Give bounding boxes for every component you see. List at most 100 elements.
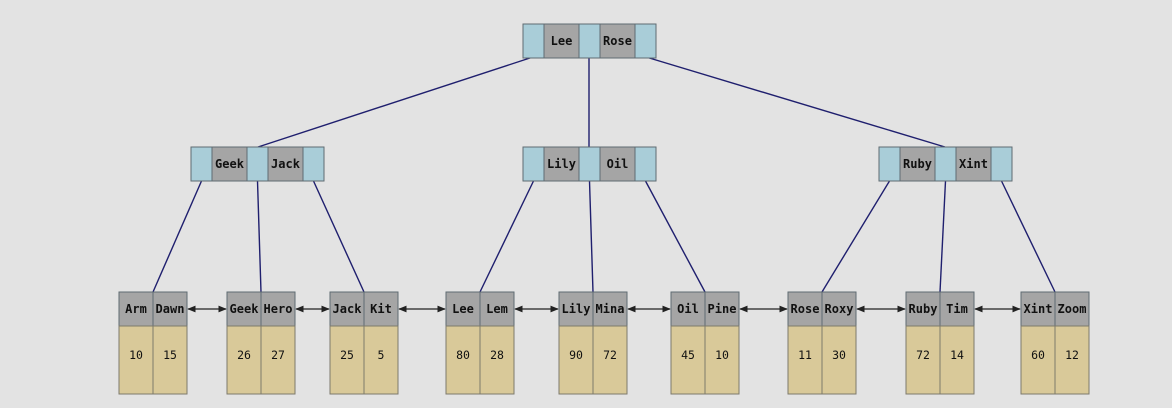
- leaf-value-cell: [363, 325, 399, 395]
- leaf-key-label: Mina: [596, 302, 625, 316]
- leaf-value-cell: [670, 325, 706, 395]
- tree-edge: [1000, 180, 1056, 293]
- leaf-key-cell: [787, 291, 823, 327]
- leaf-key-label: Oil: [677, 302, 699, 316]
- tree-edge: [312, 180, 365, 293]
- leaf-key-label: Geek: [230, 302, 260, 316]
- leaf-key-label: Tim: [946, 302, 968, 316]
- leaf-value-cell: [704, 325, 740, 395]
- root-node: Lee Rose: [522, 23, 657, 59]
- tree-edge: [821, 180, 891, 293]
- leaf-value-cell: [445, 325, 481, 395]
- key-label: Jack: [271, 157, 301, 171]
- leaf-value-label: 72: [916, 348, 930, 362]
- leaf-value-label: 72: [603, 348, 617, 362]
- pointer-cell: [578, 146, 601, 182]
- internal-node: Ruby Xint: [878, 146, 1013, 182]
- leaf-node: Geek 26 Hero 27: [226, 291, 296, 395]
- key-cell: [267, 146, 304, 182]
- tree-edge: [152, 180, 203, 293]
- leaf-value-cell: [821, 325, 857, 395]
- pointer-cell: [634, 146, 657, 182]
- pointer-cell: [990, 146, 1013, 182]
- leaf-key-cell: [939, 291, 975, 327]
- leaf-value-label: 14: [950, 348, 964, 362]
- tree-edge: [645, 56, 946, 148]
- leaf-key-cell: [558, 291, 594, 327]
- leaf-value-label: 15: [163, 348, 177, 362]
- leaf-key-cell: [329, 291, 365, 327]
- key-label: Geek: [215, 157, 245, 171]
- leaf-key-label: Hero: [264, 302, 293, 316]
- leaf-key-label: Lee: [452, 302, 474, 316]
- leaf-key-cell: [821, 291, 857, 327]
- key-label: Ruby: [903, 157, 932, 171]
- leaf-key-label: Arm: [125, 302, 147, 316]
- key-cell: [599, 23, 636, 59]
- tree-edge: [257, 56, 534, 148]
- leaf-node: Lee 80 Lem 28: [445, 291, 515, 395]
- leaf-key-label: Lem: [486, 302, 508, 316]
- pointer-cell: [878, 146, 901, 182]
- key-label: Lily: [547, 157, 576, 171]
- leaf-value-cell: [558, 325, 594, 395]
- pointer-cell: [302, 146, 325, 182]
- leaf-key-label: Lily: [562, 302, 591, 316]
- key-label: Lee: [551, 34, 573, 48]
- leaf-value-label: 25: [340, 348, 354, 362]
- leaf-value-label: 30: [832, 348, 846, 362]
- leaf-node: Ruby 72 Tim 14: [905, 291, 975, 395]
- leaf-value-cell: [592, 325, 628, 395]
- leaf-key-cell: [905, 291, 941, 327]
- leaf-key-label: Pine: [708, 302, 737, 316]
- leaf-key-cell: [152, 291, 188, 327]
- leaf-value-cell: [905, 325, 941, 395]
- key-cell: [543, 146, 580, 182]
- tree-edge: [644, 180, 706, 293]
- internal-node: Geek Jack: [190, 146, 325, 182]
- leaf-value-label: 27: [271, 348, 285, 362]
- leaf-value-cell: [1054, 325, 1090, 395]
- leaf-key-label: Ruby: [909, 302, 938, 316]
- tree-edge: [939, 180, 947, 293]
- leaf-key-cell: [1020, 291, 1056, 327]
- leaf-key-label: Xint: [1024, 302, 1053, 316]
- pointer-cell: [634, 23, 657, 59]
- leaf-value-label: 45: [681, 348, 695, 362]
- leaf-value-label: 80: [456, 348, 470, 362]
- leaf-value-cell: [479, 325, 515, 395]
- key-cell: [599, 146, 636, 182]
- leaf-value-label: 28: [490, 348, 504, 362]
- leaf-value-cell: [1020, 325, 1056, 395]
- leaf-key-label: Dawn: [156, 302, 185, 316]
- pointer-cell: [522, 23, 545, 59]
- leaf-key-cell: [704, 291, 740, 327]
- tree-edge: [479, 180, 535, 293]
- pointer-cell: [578, 23, 601, 59]
- leaf-value-cell: [260, 325, 296, 395]
- leaf-key-label: Zoom: [1058, 302, 1087, 316]
- leaf-key-label: Rose: [791, 302, 820, 316]
- leaf-value-cell: [226, 325, 262, 395]
- leaf-key-cell: [445, 291, 481, 327]
- key-cell: [955, 146, 992, 182]
- tree-edge: [588, 180, 594, 293]
- leaf-value-label: 26: [237, 348, 251, 362]
- pointer-cell: [246, 146, 269, 182]
- leaf-value-label: 5: [378, 348, 385, 362]
- pointer-cell: [522, 146, 545, 182]
- leaf-key-cell: [260, 291, 296, 327]
- pointer-cell: [934, 146, 957, 182]
- key-label: Xint: [959, 157, 988, 171]
- leaf-key-label: Roxy: [825, 302, 854, 316]
- key-label: Rose: [603, 34, 632, 48]
- pointer-cell: [190, 146, 213, 182]
